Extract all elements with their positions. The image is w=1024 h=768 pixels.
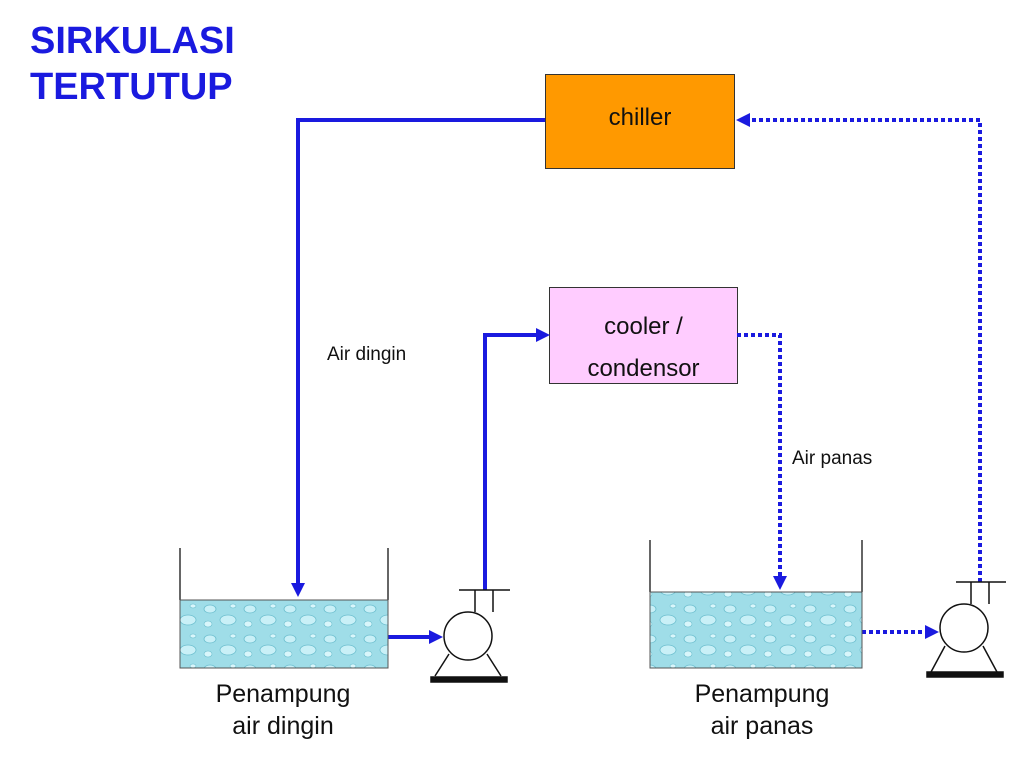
pipe-cold-pump-to-cooler (483, 333, 538, 590)
water-tank-icon (649, 540, 863, 669)
arrow-cooler-icon (536, 328, 550, 342)
arrow-chiller-icon (736, 113, 750, 127)
water-tank-icon (179, 548, 389, 669)
cold-tank-caption-line-2: air dingin (232, 712, 334, 740)
cold-tank-caption: Penampung air dingin (183, 678, 383, 742)
pump-icon (926, 581, 1006, 678)
page-title: SIRKULASI TERTUTUP (30, 18, 235, 110)
hot-tank-caption: Penampung air panas (662, 678, 862, 742)
cold-tank-caption-line-1: Penampung (215, 680, 351, 708)
air-panas-label: Air panas (792, 448, 873, 469)
cooler-condensor-box: cooler / condensor (549, 287, 738, 384)
chiller-label: chiller (608, 104, 672, 131)
arrow-hot-tank-icon (773, 576, 787, 590)
pipe-cooler-to-hot-tank (737, 333, 782, 576)
pipe-chiller-to-cold-tank (296, 118, 545, 586)
arrow-hot-pump-icon (925, 625, 939, 639)
chiller-box: chiller (545, 74, 735, 169)
air-dingin-label: Air dingin (327, 344, 407, 365)
arrow-cold-tank-icon (291, 583, 305, 597)
pipe-hot-pump-to-chiller (748, 118, 982, 582)
pump-icon (430, 589, 510, 683)
cooler-label-line-2: condensor (587, 355, 700, 382)
title-line-1: SIRKULASI (30, 20, 235, 62)
hot-tank-caption-line-2: air panas (710, 712, 814, 740)
arrow-cold-pump-icon (429, 630, 443, 644)
cooler-label-line-1: cooler / (604, 313, 683, 340)
hot-tank-caption-line-1: Penampung (694, 680, 830, 708)
title-line-2: TERTUTUP (30, 66, 233, 108)
